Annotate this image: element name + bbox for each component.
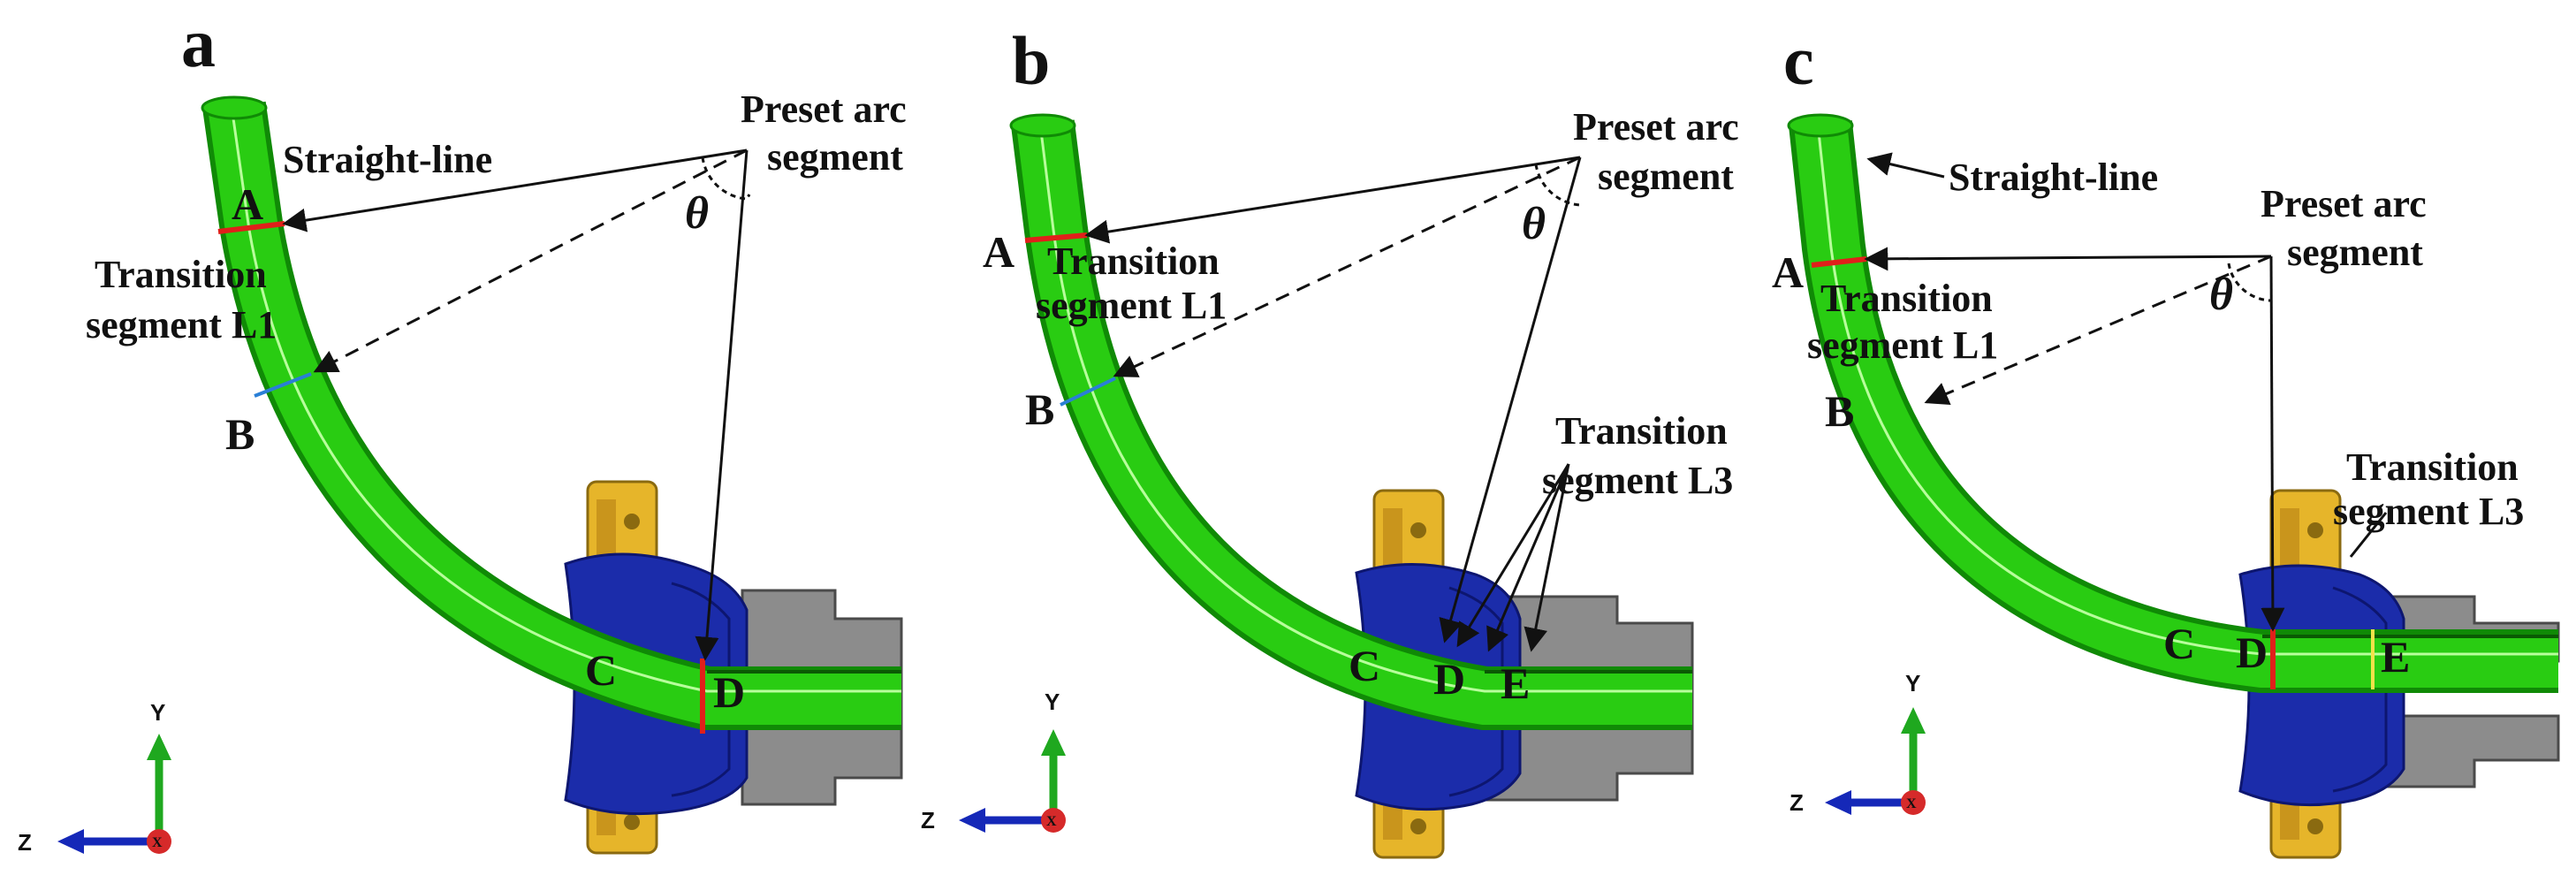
axis-triad-c: X Y Z [1790, 670, 1926, 816]
axis-z-label: Z [1790, 789, 1804, 816]
transition-l3-line1: Transition [1555, 409, 1728, 453]
transition-l1-line2: segment L1 [1036, 284, 1227, 327]
svg-text:X: X [1906, 796, 1917, 811]
panel-b: b Preset arc se [921, 22, 1739, 859]
arrow-to-b [1924, 255, 2272, 405]
point-a: A [232, 179, 263, 229]
transition-l1-line1: Transition [1047, 240, 1220, 283]
arrow-to-b [1113, 156, 1581, 377]
point-e: E [2381, 632, 2410, 681]
arc-label-line2: segment [2287, 231, 2423, 274]
point-d: D [1433, 654, 1465, 704]
transition-l1-line1: Transition [1820, 277, 1993, 320]
theta-label: θ [2209, 270, 2233, 320]
section-a [217, 221, 285, 234]
straight-line-label: Straight-line [283, 138, 492, 181]
arrow-to-a [282, 148, 748, 232]
section-b [254, 372, 312, 398]
arrow-l3-e [1524, 463, 1570, 652]
panel-letter-c: c [1783, 22, 1814, 99]
transition-l3-line2: segment L3 [1542, 459, 1733, 502]
axis-z-label: Z [18, 829, 32, 856]
point-b: B [225, 409, 255, 459]
theta-arc [701, 156, 751, 201]
l3-leader [2349, 512, 2388, 558]
axis-y-label: Y [1905, 670, 1920, 697]
arrow-to-d [1439, 156, 1582, 643]
arrow-to-d [695, 149, 748, 661]
section-a [1024, 232, 1088, 243]
arrow-to-a [1864, 247, 2272, 271]
point-a: A [983, 227, 1014, 277]
arrow-l3-d1 [1456, 463, 1570, 648]
point-d: D [2236, 628, 2268, 677]
point-e: E [1501, 658, 1530, 708]
arrow-to-a [1084, 156, 1581, 244]
arc-label-line1: Preset arc [741, 88, 907, 131]
arc-label-line1: Preset arc [2261, 182, 2427, 225]
arc-label-line1: Preset arc [1573, 105, 1739, 148]
arc-label-line2: segment [767, 135, 903, 179]
point-c: C [585, 645, 617, 695]
theta-label: θ [685, 188, 709, 239]
svg-text:X: X [152, 835, 163, 850]
tube [201, 95, 901, 730]
point-c: C [1349, 641, 1380, 690]
tube [1787, 113, 2558, 693]
point-c: C [2163, 619, 2195, 668]
transition-l3-line1: Transition [2346, 445, 2519, 489]
axis-y-label: Y [150, 699, 165, 726]
point-b: B [1025, 384, 1054, 434]
axis-y-label: Y [1045, 689, 1060, 715]
panel-a: a [18, 4, 907, 856]
arc-label-line2: segment [1598, 155, 1734, 198]
arrow-l3-d2 [1486, 463, 1570, 652]
axis-triad-b: X Y Z [921, 689, 1066, 834]
point-d: D [713, 667, 745, 717]
axis-triad-a: X Y Z [18, 699, 171, 856]
transition-l1-line1: Transition [95, 253, 267, 296]
axis-z-label: Z [921, 807, 935, 834]
arrow-straight-line [1866, 152, 1945, 179]
transition-l1-line2: segment L1 [86, 303, 277, 346]
arrow-to-b [313, 148, 748, 373]
panel-c: c Straight-line [1772, 22, 2560, 859]
transition-l3-line2: segment L3 [2333, 490, 2524, 533]
arrow-to-d [2261, 255, 2285, 632]
theta-arc [1534, 164, 1581, 207]
panel-letter-a: a [181, 4, 216, 81]
section-b [1060, 377, 1116, 407]
point-a: A [1772, 247, 1804, 297]
svg-text:X: X [1046, 814, 1057, 829]
point-b: B [1825, 386, 1854, 436]
transition-l1-line2: segment L1 [1807, 324, 1998, 367]
section-a [1811, 256, 1867, 268]
theta-arc [2227, 263, 2272, 302]
theta-label: θ [1522, 199, 1546, 249]
tube [1009, 113, 1692, 730]
straight-line-label: Straight-line [1949, 156, 2158, 199]
panel-letter-b: b [1012, 22, 1050, 99]
